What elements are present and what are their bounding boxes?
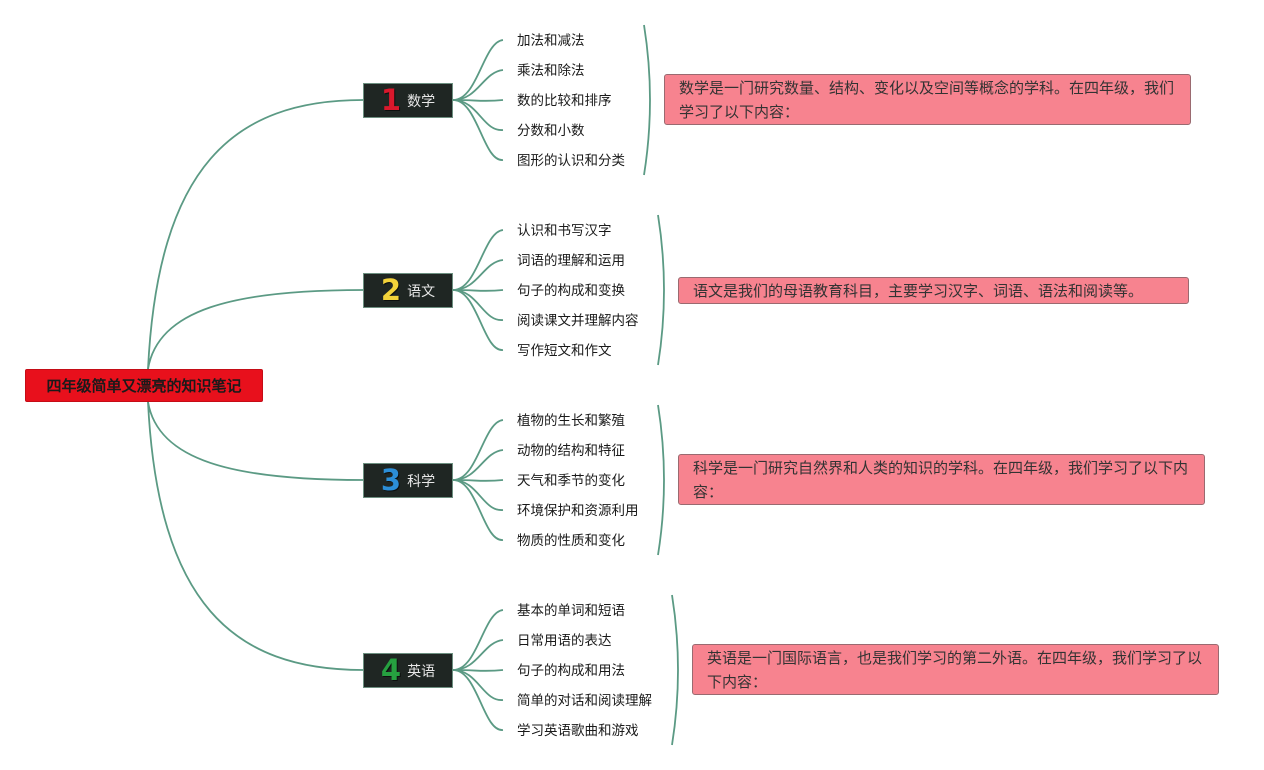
leaf-item[interactable]: 学习英语歌曲和游戏 bbox=[517, 723, 639, 739]
leaf-item[interactable]: 图形的认识和分类 bbox=[517, 153, 625, 169]
summary-brace bbox=[643, 24, 651, 176]
summary-brace bbox=[657, 214, 665, 366]
note-text-english: 英语是一门国际语言，也是我们学习的第二外语。在四年级，我们学习了以下内容： bbox=[707, 648, 1203, 691]
note-science[interactable]: 科学是一门研究自然界和人类的知识的学科。在四年级，我们学习了以下内容： bbox=[678, 454, 1205, 505]
note-text-science: 科学是一门研究自然界和人类的知识的学科。在四年级，我们学习了以下内容： bbox=[693, 458, 1189, 501]
note-text-chinese: 语文是我们的母语教育科目，主要学习汉字、词语、语法和阅读等。 bbox=[693, 281, 1144, 300]
link-branch-leaf bbox=[452, 39, 504, 101]
leaf-item[interactable]: 天气和季节的变化 bbox=[517, 473, 625, 489]
leaf-item[interactable]: 阅读课文并理解内容 bbox=[517, 313, 639, 329]
branch-label-science: 科学 bbox=[407, 473, 436, 490]
leaf-item[interactable]: 认识和书写汉字 bbox=[517, 223, 612, 239]
branch-label-math: 数学 bbox=[407, 93, 436, 110]
branch-chinese[interactable]: 2 语文 bbox=[363, 273, 453, 308]
link-branch-leaf bbox=[452, 479, 504, 541]
leaf-item[interactable]: 动物的结构和特征 bbox=[517, 443, 625, 459]
leaf-item[interactable]: 数的比较和排序 bbox=[517, 93, 612, 109]
note-english[interactable]: 英语是一门国际语言，也是我们学习的第二外语。在四年级，我们学习了以下内容： bbox=[692, 644, 1219, 695]
leaf-item[interactable]: 简单的对话和阅读理解 bbox=[517, 693, 652, 709]
branch-science[interactable]: 3 科学 bbox=[363, 463, 453, 498]
link-root-branch bbox=[147, 99, 364, 370]
number-badge-4: 4 bbox=[380, 653, 402, 687]
link-branch-leaf bbox=[452, 289, 504, 351]
leaf-item[interactable]: 写作短文和作文 bbox=[517, 343, 612, 359]
note-chinese[interactable]: 语文是我们的母语教育科目，主要学习汉字、词语、语法和阅读等。 bbox=[678, 277, 1189, 304]
branch-english[interactable]: 4 英语 bbox=[363, 653, 453, 688]
link-branch-leaf bbox=[452, 99, 504, 161]
link-branch-leaf bbox=[452, 229, 504, 291]
branch-math[interactable]: 1 数学 bbox=[363, 83, 453, 118]
summary-brace bbox=[657, 404, 665, 556]
leaf-item[interactable]: 乘法和除法 bbox=[517, 63, 585, 79]
branch-label-english: 英语 bbox=[407, 663, 436, 680]
leaf-item[interactable]: 植物的生长和繁殖 bbox=[517, 413, 625, 429]
link-root-branch bbox=[147, 401, 364, 671]
leaf-item[interactable]: 加法和减法 bbox=[517, 33, 585, 49]
root-topic[interactable]: 四年级简单又漂亮的知识笔记 bbox=[25, 369, 263, 402]
leaf-item[interactable]: 环境保护和资源利用 bbox=[517, 503, 639, 519]
link-root-branch bbox=[147, 289, 364, 370]
leaf-item[interactable]: 分数和小数 bbox=[517, 123, 585, 139]
leaf-item[interactable]: 句子的构成和变换 bbox=[517, 283, 625, 299]
link-branch-leaf bbox=[452, 669, 504, 731]
note-math[interactable]: 数学是一门研究数量、结构、变化以及空间等概念的学科。在四年级，我们学习了以下内容… bbox=[664, 74, 1191, 125]
note-text-math: 数学是一门研究数量、结构、变化以及空间等概念的学科。在四年级，我们学习了以下内容… bbox=[679, 78, 1175, 121]
number-badge-1: 1 bbox=[380, 83, 402, 117]
summary-brace bbox=[671, 594, 679, 746]
branch-label-chinese: 语文 bbox=[407, 283, 436, 300]
link-root-branch bbox=[147, 401, 364, 481]
number-badge-2: 2 bbox=[380, 273, 402, 307]
leaf-item[interactable]: 句子的构成和用法 bbox=[517, 663, 625, 679]
link-branch-leaf bbox=[452, 419, 504, 481]
number-badge-3: 3 bbox=[380, 463, 402, 497]
leaf-item[interactable]: 日常用语的表达 bbox=[517, 633, 612, 649]
link-branch-leaf bbox=[452, 609, 504, 671]
leaf-item[interactable]: 物质的性质和变化 bbox=[517, 533, 625, 549]
leaf-item[interactable]: 基本的单词和短语 bbox=[517, 603, 625, 619]
leaf-item[interactable]: 词语的理解和运用 bbox=[517, 253, 625, 269]
